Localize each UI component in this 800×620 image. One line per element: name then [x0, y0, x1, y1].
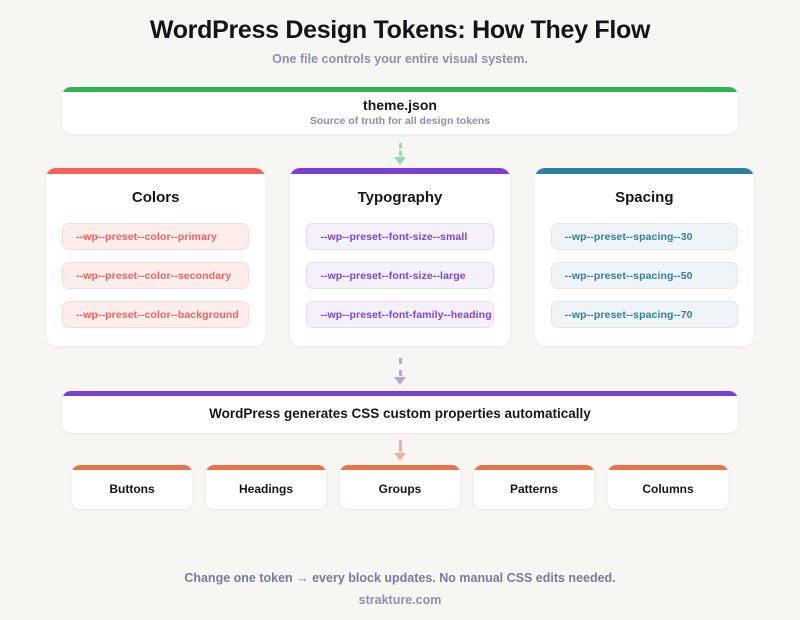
card-spacing-accent-bar — [534, 168, 754, 174]
card-colors-title: Colors — [131, 189, 180, 206]
flow-arrow-down-icon — [0, 134, 800, 168]
token-chip: --wp--preset--spacing--30 — [550, 223, 738, 250]
output-label: Columns — [642, 482, 694, 496]
generator-accent-bar — [62, 391, 738, 396]
footer-message: Change one token → every block updates. … — [184, 571, 616, 585]
flow-arrow-down-icon — [0, 346, 800, 391]
output-accent-bar — [340, 465, 460, 470]
token-cards-row: Colors --wp--preset--color--primary --wp… — [46, 168, 754, 346]
card-spacing-title: Spacing — [615, 189, 674, 206]
output-accent-bar — [474, 465, 594, 470]
token-chip: --wp--preset--font-family--heading — [306, 301, 494, 328]
output-accent-bar — [608, 465, 728, 470]
token-chip: --wp--preset--font-size--small — [306, 223, 494, 250]
card-spacing-token-list: --wp--preset--spacing--30 --wp--preset--… — [535, 223, 754, 328]
arrow-dash — [398, 358, 402, 376]
output-label: Patterns — [509, 482, 559, 496]
output-box-patterns: Patterns — [474, 465, 594, 509]
output-label: Groups — [378, 482, 422, 496]
arrow-dash — [398, 440, 402, 452]
flow-arrow-down-icon — [0, 433, 800, 465]
source-title: theme.json — [363, 97, 437, 113]
token-chip: --wp--preset--color--secondary — [62, 262, 250, 289]
card-typography-accent-bar — [290, 168, 510, 174]
page-title: WordPress Design Tokens: How They Flow — [149, 16, 651, 44]
arrow-dash — [398, 143, 402, 156]
output-box-groups: Groups — [340, 465, 460, 509]
page-subtitle: One file controls your entire visual sys… — [272, 52, 528, 66]
token-chip: --wp--preset--color--primary — [62, 223, 250, 250]
token-chip: --wp--preset--spacing--50 — [550, 262, 738, 289]
output-label: Headings — [238, 482, 293, 496]
generator-label: WordPress generates CSS custom propertie… — [209, 406, 591, 421]
footer-site-url: strakture.com — [358, 593, 442, 607]
card-typography: Typography --wp--preset--font-size--smal… — [290, 168, 510, 346]
generator-box: WordPress generates CSS custom propertie… — [62, 391, 738, 433]
output-box-columns: Columns — [608, 465, 728, 509]
arrow-head — [394, 377, 406, 385]
output-label: Buttons — [109, 482, 155, 496]
output-box-buttons: Buttons — [72, 465, 192, 509]
card-typography-title: Typography — [357, 189, 443, 206]
arrow-head — [394, 453, 406, 461]
output-blocks-row: Buttons Headings Groups Patterns Columns — [72, 465, 728, 509]
card-typography-token-list: --wp--preset--font-size--small --wp--pre… — [290, 223, 509, 328]
token-chip: --wp--preset--spacing--70 — [550, 301, 738, 328]
card-spacing: Spacing --wp--preset--spacing--30 --wp--… — [534, 168, 754, 346]
card-colors-accent-bar — [46, 168, 266, 174]
output-accent-bar — [206, 465, 326, 470]
source-accent-bar — [62, 87, 738, 92]
source-subtitle: Source of truth for all design tokens — [309, 115, 491, 127]
output-accent-bar — [72, 465, 192, 470]
card-colors: Colors --wp--preset--color--primary --wp… — [46, 168, 266, 346]
source-box: theme.json Source of truth for all desig… — [62, 87, 738, 134]
token-chip: --wp--preset--font-size--large — [306, 262, 494, 289]
token-chip: --wp--preset--color--background — [62, 301, 250, 328]
arrow-head — [394, 157, 406, 165]
output-box-headings: Headings — [206, 465, 326, 509]
card-colors-token-list: --wp--preset--color--primary --wp--prese… — [46, 223, 265, 328]
